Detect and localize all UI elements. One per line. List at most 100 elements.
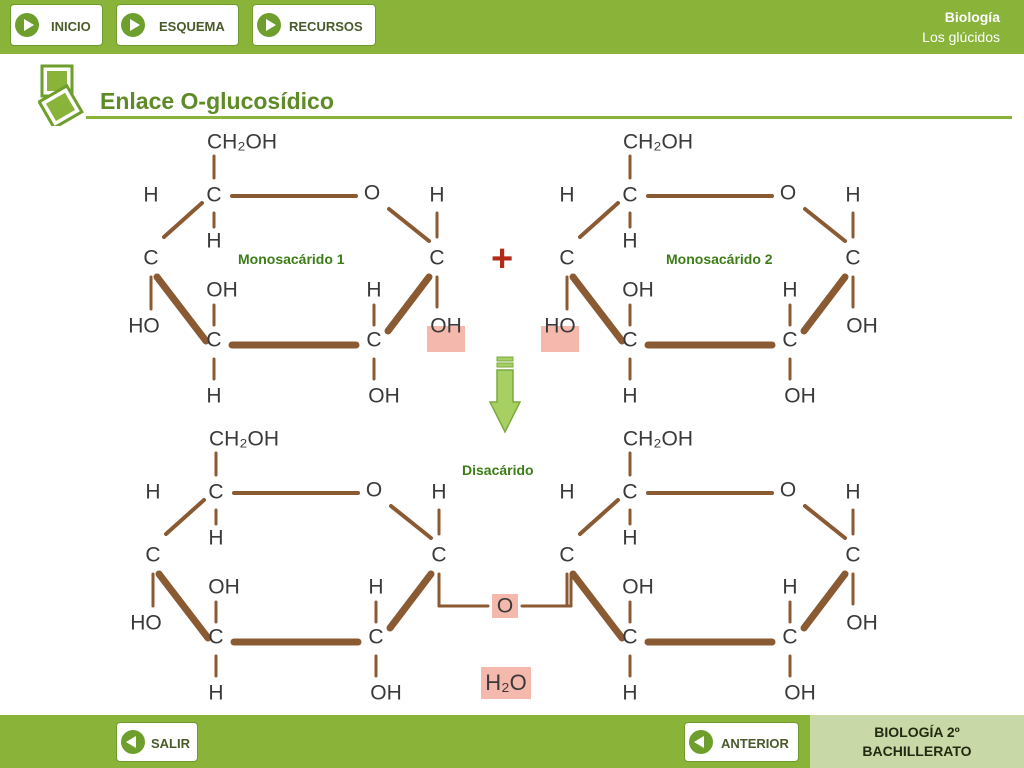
hydrogen-atom: H bbox=[368, 576, 383, 599]
topic-name: Los glúcidos bbox=[922, 29, 1000, 45]
bond bbox=[386, 570, 435, 632]
hydroxyl-group: OH bbox=[430, 315, 462, 338]
hydrogen-atom: H bbox=[559, 481, 574, 504]
hydroxyl-group: OH bbox=[846, 612, 878, 635]
bond bbox=[803, 504, 847, 540]
carbon-atom: C bbox=[145, 544, 160, 567]
hydroxyl-group: OH bbox=[368, 385, 400, 408]
bond bbox=[389, 504, 433, 540]
title-divider bbox=[86, 116, 1012, 119]
play-icon bbox=[257, 13, 281, 37]
hydroxyl-group: OH bbox=[622, 576, 654, 599]
play-icon bbox=[15, 13, 39, 37]
inicio-label: INICIO bbox=[51, 19, 91, 34]
play-icon bbox=[121, 13, 145, 37]
monosaccharide-1-label: Monosacárido 1 bbox=[238, 251, 345, 267]
esquema-label: ESQUEMA bbox=[159, 19, 225, 34]
carbon-atom: C bbox=[622, 626, 637, 649]
hydrogen-atom: H bbox=[143, 184, 158, 207]
hydrogen-atom: H bbox=[206, 385, 221, 408]
recursos-label: RECURSOS bbox=[289, 19, 363, 34]
carbon-atom: C bbox=[206, 329, 221, 352]
hydroxyl-group: HO bbox=[130, 612, 162, 635]
esquema-button[interactable]: ESQUEMA bbox=[116, 4, 239, 46]
bond bbox=[164, 498, 206, 536]
ch2oh-label: CH₂OH bbox=[209, 428, 279, 451]
bond bbox=[800, 570, 849, 632]
carbon-atom: C bbox=[845, 247, 860, 270]
header-subject: Biología Los glúcidos bbox=[922, 7, 1000, 47]
hydrogen-atom: H bbox=[429, 184, 444, 207]
hydrogen-atom: H bbox=[845, 184, 860, 207]
salir-button[interactable]: SALIR bbox=[116, 722, 198, 762]
ring-oxygen: O bbox=[366, 479, 382, 502]
hydrogen-atom: H bbox=[622, 527, 637, 550]
hydrogen-atom: H bbox=[622, 230, 637, 253]
hydrogen-atom: H bbox=[206, 230, 221, 253]
bond bbox=[578, 201, 620, 239]
bond bbox=[569, 570, 626, 642]
page-title: Enlace O-glucosídico bbox=[100, 88, 334, 114]
plus-sign: + bbox=[491, 238, 514, 280]
hydroxyl-group: OH bbox=[622, 279, 654, 302]
course-badge: BIOLOGÍA 2º BACHILLERATO bbox=[810, 715, 1024, 768]
hydrogen-atom: H bbox=[431, 481, 446, 504]
hydrogen-atom: H bbox=[782, 279, 797, 302]
arrow-stripe bbox=[496, 362, 514, 368]
disaccharide-label: Disacárido bbox=[462, 462, 534, 478]
bond bbox=[162, 201, 204, 239]
carbon-atom: C bbox=[143, 247, 158, 270]
recursos-button[interactable]: RECURSOS bbox=[252, 4, 376, 46]
carbon-atom: C bbox=[431, 544, 446, 567]
carbon-atom: C bbox=[622, 481, 637, 504]
hydrogen-atom: H bbox=[208, 682, 223, 705]
anterior-label: ANTERIOR bbox=[721, 736, 789, 751]
carbon-atom: C bbox=[559, 247, 574, 270]
ch2oh-label: CH₂OH bbox=[623, 131, 693, 154]
inicio-button[interactable]: INICIO bbox=[10, 4, 103, 46]
hydroxyl-group: OH bbox=[846, 315, 878, 338]
hydroxyl-group: OH bbox=[784, 682, 816, 705]
water-molecule: H₂O bbox=[485, 670, 527, 695]
hydroxyl-highlight bbox=[427, 326, 465, 352]
hydroxyl-highlight bbox=[541, 326, 579, 352]
hydrogen-atom: H bbox=[782, 576, 797, 599]
carbon-atom: C bbox=[206, 184, 221, 207]
course-line-2: BACHILLERATO bbox=[862, 743, 972, 759]
course-line-1: BIOLOGÍA 2º bbox=[874, 724, 960, 740]
carbon-atom: C bbox=[845, 544, 860, 567]
hydrogen-atom: H bbox=[208, 527, 223, 550]
carbon-atom: C bbox=[208, 626, 223, 649]
bridge-oxygen-highlight bbox=[492, 594, 518, 618]
carbon-atom: C bbox=[622, 329, 637, 352]
bottom-bar: SALIR ANTERIOR BIOLOGÍA 2º BACHILLERATO bbox=[0, 715, 1024, 768]
carbon-atom: C bbox=[429, 247, 444, 270]
bond bbox=[387, 207, 431, 243]
bond bbox=[384, 273, 433, 335]
carbon-atom: C bbox=[782, 626, 797, 649]
anterior-button[interactable]: ANTERIOR bbox=[684, 722, 799, 762]
hydrogen-atom: H bbox=[845, 481, 860, 504]
bond bbox=[153, 273, 210, 345]
carbon-atom: C bbox=[368, 626, 383, 649]
carbon-atom: C bbox=[782, 329, 797, 352]
hydroxyl-group: OH bbox=[370, 682, 402, 705]
carbon-atom: C bbox=[208, 481, 223, 504]
bond bbox=[803, 207, 847, 243]
carbon-atom: C bbox=[559, 544, 574, 567]
hydroxyl-group: OH bbox=[206, 279, 238, 302]
hydrogen-atom: H bbox=[366, 279, 381, 302]
bond bbox=[800, 273, 849, 335]
carbon-atom: C bbox=[622, 184, 637, 207]
bridge-oxygen: O bbox=[497, 595, 513, 618]
ch2oh-label: CH₂OH bbox=[207, 131, 277, 154]
bond bbox=[155, 570, 212, 642]
section-icon bbox=[38, 64, 84, 126]
top-navigation-bar: INICIO ESQUEMA RECURSOS Biología Los glú… bbox=[0, 0, 1024, 54]
water-highlight bbox=[481, 667, 531, 699]
hydrogen-atom: H bbox=[622, 682, 637, 705]
back-arrow-icon bbox=[689, 730, 713, 754]
back-arrow-icon bbox=[121, 730, 145, 754]
bond bbox=[569, 273, 626, 345]
carbon-atom: C bbox=[366, 329, 381, 352]
